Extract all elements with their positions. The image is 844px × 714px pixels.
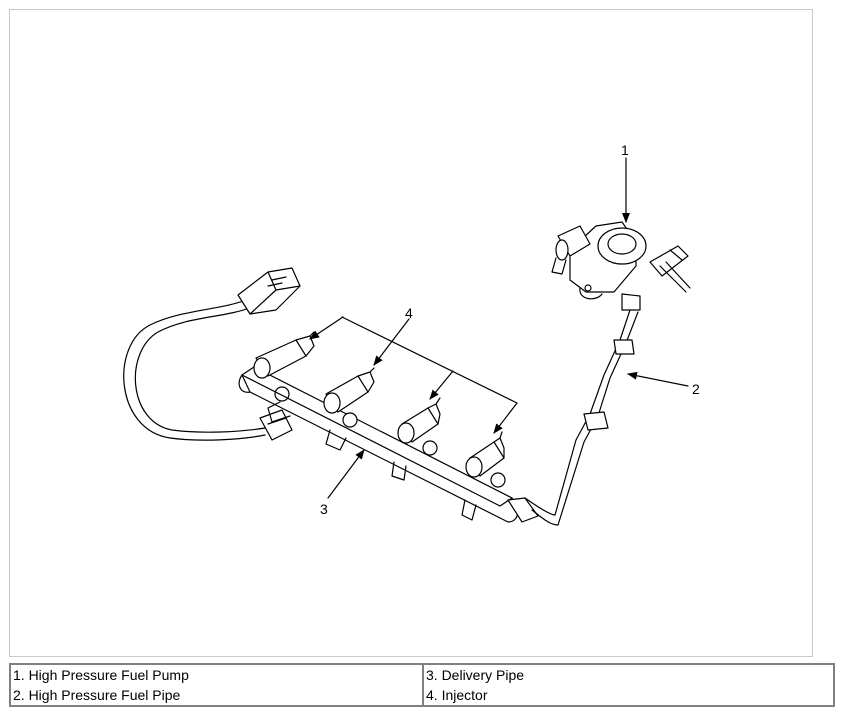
high-pressure-fuel-pipe [507, 293, 641, 526]
fuel-system-diagram: 1 2 3 4 [123, 142, 700, 526]
legend-item-1: 1. High Pressure Fuel Pump [13, 667, 189, 683]
callout-2: 2 [692, 381, 700, 397]
injector-4 [465, 431, 505, 478]
delivery-pipe [238, 366, 519, 523]
injector-callout-lines [309, 316, 518, 434]
high-pressure-fuel-pump [551, 221, 691, 300]
legend-item-3: 3. Delivery Pipe [422, 665, 833, 685]
callout-1: 1 [621, 142, 629, 158]
legend-item-2: 2. High Pressure Fuel Pipe [13, 687, 181, 703]
injector-1 [253, 331, 315, 379]
leader-arrow-3 [327, 449, 365, 499]
legend-item-4: 4. Injector [422, 685, 833, 705]
leader-arrow-2 [627, 371, 689, 387]
injector-3 [397, 397, 441, 444]
callout-3: 3 [320, 501, 328, 517]
callout-4: 4 [405, 305, 413, 321]
diagram-frame: 1 2 3 4 [9, 9, 813, 657]
injector-2 [323, 367, 375, 414]
legend-table: 1. High Pressure Fuel Pump 3. Delivery P… [9, 663, 835, 707]
